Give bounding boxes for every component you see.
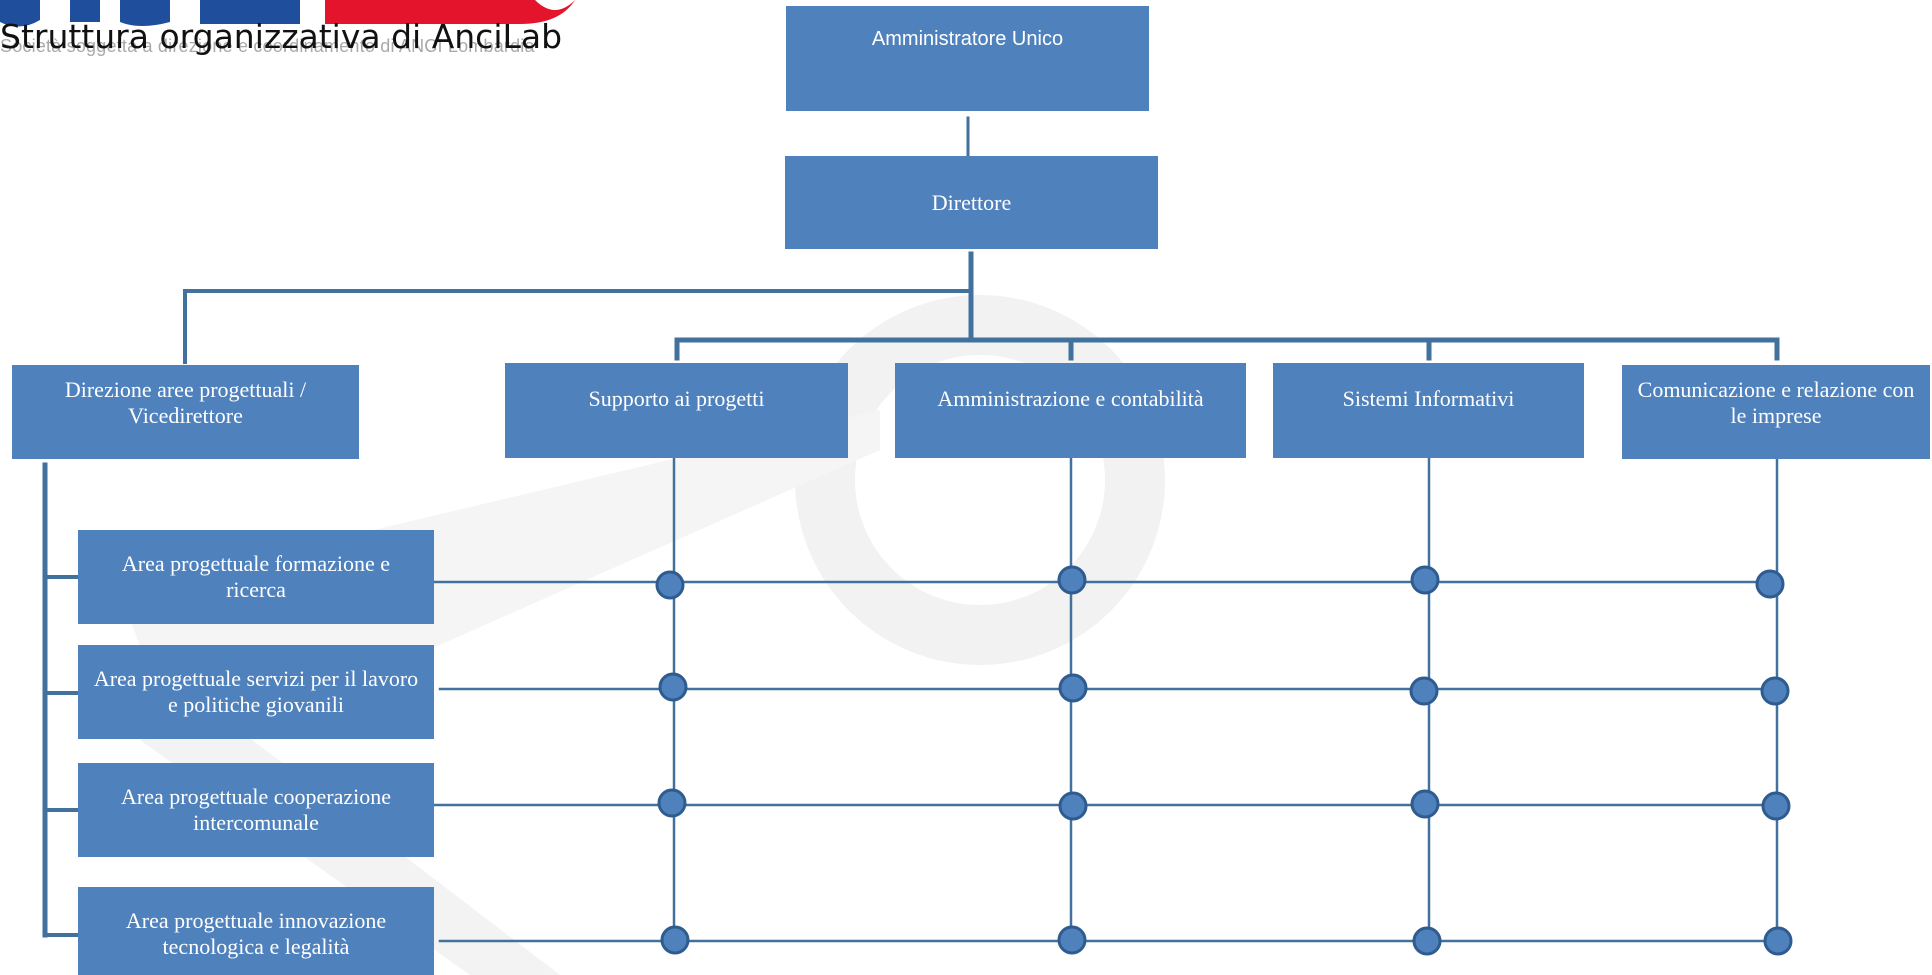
node-label: Area progettuale innovazione tecnologica… [125,908,387,959]
node-label: Direzione aree progettuali / Vicediretto… [64,377,307,428]
matrix-node [1410,565,1440,595]
matrix-node [1761,791,1791,821]
node-amministrazione-contabilita: Amministrazione e contabilità [895,363,1246,458]
matrix-node [1058,791,1088,821]
matrix-node [1410,789,1440,819]
matrix-node [1763,926,1793,956]
node-area-innovazione: Area progettuale innovazione tecnologica… [78,887,434,975]
matrix-node [1412,926,1442,956]
node-area-servizi-lavoro: Area progettuale servizi per il lavoro e… [78,645,434,739]
matrix-node [1058,673,1088,703]
matrix-node [660,925,690,955]
node-label: Area progettuale cooperazione intercomun… [121,784,391,835]
matrix-node [658,672,688,702]
node-label: Direttore [931,189,1012,215]
matrix-node [1760,676,1790,706]
node-area-formazione-ricerca: Area progettuale formazione e ricerca [78,530,434,624]
node-direttore: Direttore [785,156,1158,249]
node-label: Supporto ai progetti [588,386,765,411]
node-label: Area progettuale servizi per il lavoro e… [93,666,419,717]
node-label: Comunicazione e relazione con le imprese [1637,377,1915,428]
node-label: Amministratore Unico [871,28,1064,50]
node-label: Area progettuale formazione e ricerca [121,551,391,602]
node-direzione-aree: Direzione aree progettuali / Vicediretto… [12,365,359,459]
node-label: Amministrazione e contabilità [937,386,1204,411]
matrix-node [1755,569,1785,599]
matrix-node [1409,676,1439,706]
page-title: Struttura organizzativa di AnciLab [0,17,563,56]
matrix-node [1057,565,1087,595]
node-supporto-progetti: Supporto ai progetti [505,363,848,458]
node-comunicazione-imprese: Comunicazione e relazione con le imprese [1622,365,1930,459]
ancilab-logo [0,0,575,27]
node-sistemi-informativi: Sistemi Informativi [1273,363,1584,458]
matrix-node [655,570,685,600]
matrix-node [1057,925,1087,955]
node-area-cooperazione: Area progettuale cooperazione intercomun… [78,763,434,857]
node-label: Sistemi Informativi [1342,386,1515,411]
matrix-node [657,788,687,818]
node-amministratore-unico: Amministratore Unico [786,6,1149,111]
logo-subtitle: Società soggetta a direzione e coordinam… [0,36,535,56]
